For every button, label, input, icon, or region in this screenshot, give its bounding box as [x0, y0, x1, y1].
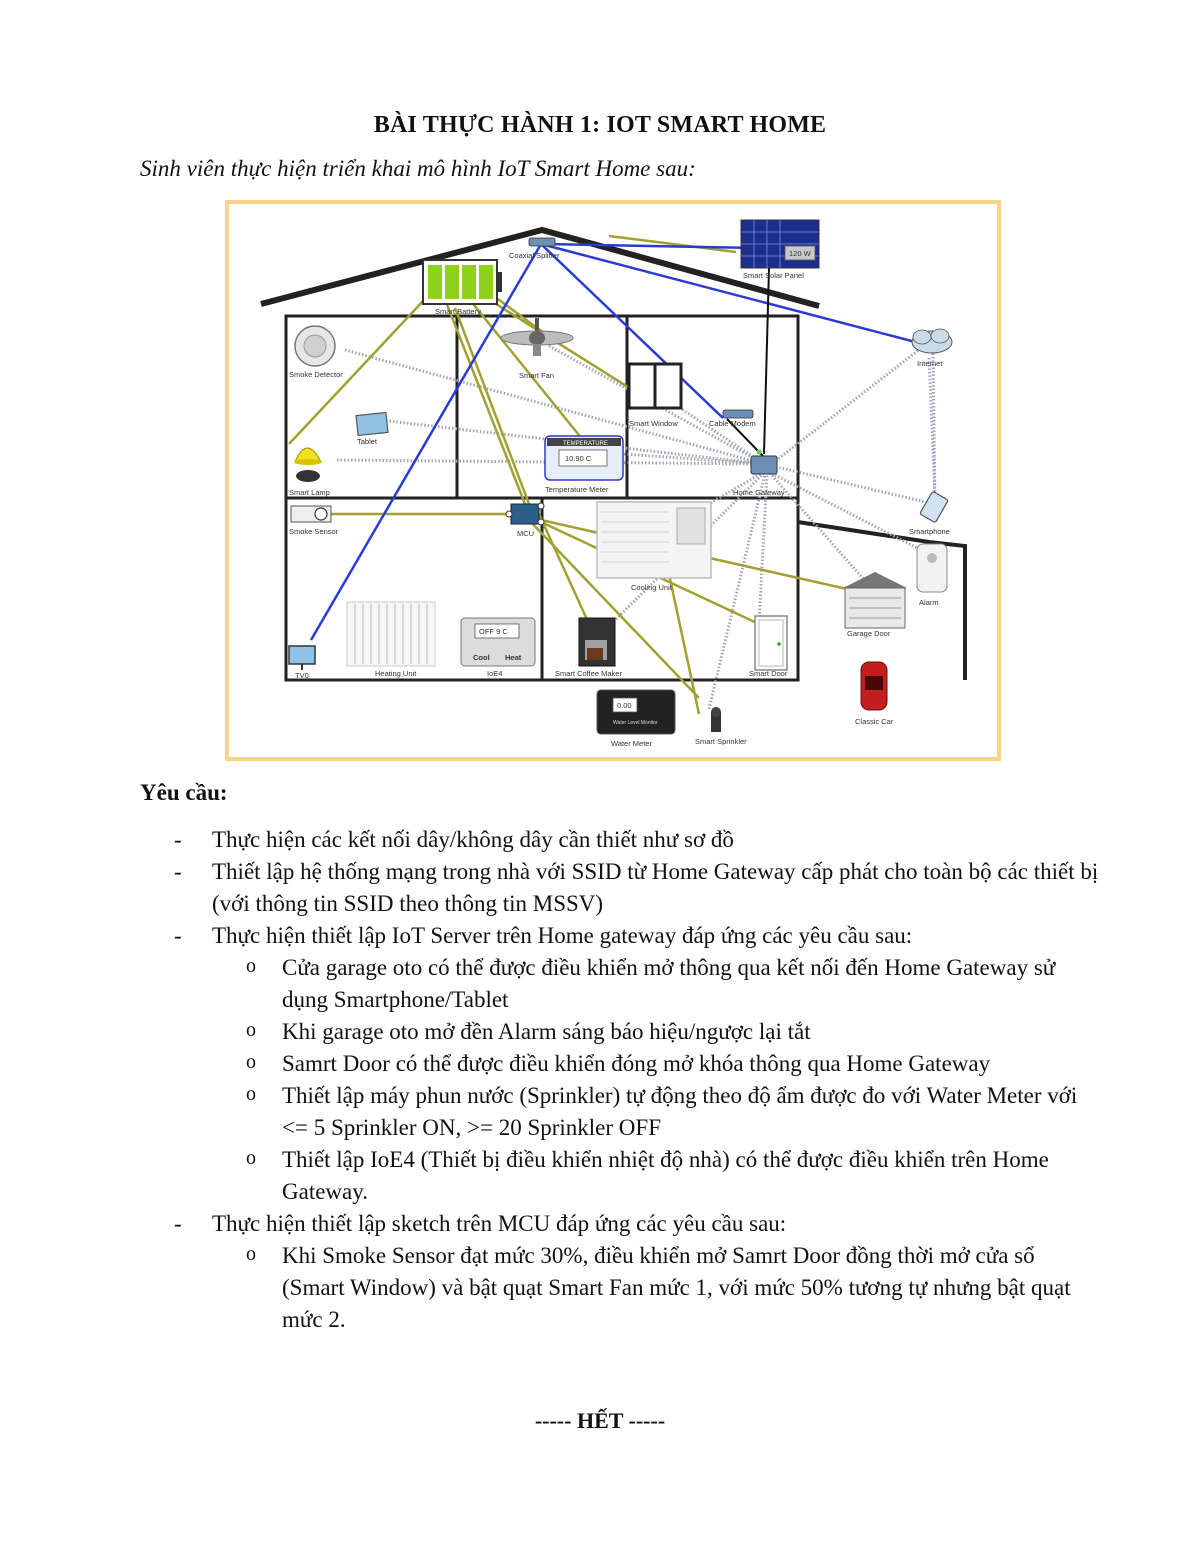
water-value: 0.00 [617, 701, 632, 710]
alarm-label: Alarm [919, 598, 939, 607]
tablet-device[interactable]: Tablet [355, 411, 389, 446]
list-item: Khi Smoke Sensor đạt mức 30%, điều khiển… [212, 1238, 1100, 1336]
mcu-sublist: Khi Smoke Sensor đạt mức 30%, điều khiển… [212, 1238, 1100, 1336]
cooling-unit-label: Cooling Unit [631, 583, 673, 592]
requirements-list: Thực hiện các kết nối dây/không dây cần … [140, 824, 1100, 1336]
smart-battery-device[interactable]: Smart Battery [422, 259, 502, 316]
cable-modem-device[interactable]: Cable Modem [709, 409, 756, 428]
list-item: Thiết lập IoE4 (Thiết bị điều khiển nhiệ… [212, 1142, 1100, 1208]
temperature-meter-label: Temperature Meter [545, 485, 609, 494]
smoke-detector-device[interactable]: Smoke Detector [289, 325, 343, 379]
ioe4-label: IoE4 [487, 669, 502, 678]
tv-label: TV0 [295, 671, 309, 680]
list-item: Thiết lập máy phun nước (Sprinkler) tự đ… [212, 1078, 1100, 1144]
heating-unit-label: Heating Unit [375, 669, 417, 678]
temperature-value: 10.90 C [565, 454, 592, 463]
smart-coffee-maker-label: Smart Coffee Maker [555, 669, 622, 678]
list-item: Thiết lập hệ thống mạng trong nhà với SS… [140, 856, 1100, 920]
smoke-sensor-device[interactable]: Smoke Sensor [289, 505, 339, 536]
internet-label: Internet [917, 359, 943, 368]
smart-window-label: Smart Window [629, 419, 678, 428]
smart-solar-panel-label: Smart Solar Panel [743, 271, 804, 280]
smart-solar-panel-device[interactable]: 120 W Smart Solar Panel [740, 219, 820, 280]
list-item: Thực hiện các kết nối dây/không dây cần … [140, 824, 1100, 856]
list-item: Thực hiện thiết lập IoT Server trên Home… [140, 920, 1100, 1208]
ioe4-device[interactable]: OFF 9 C Cool Heat IoE4 [460, 617, 536, 678]
smart-lamp-device[interactable]: Smart Lamp [289, 447, 330, 497]
smart-home-diagram: Coaxial Splitter 120 W Smart Solar Panel… [225, 200, 1001, 761]
page-subtitle: Sinh viên thực hiện triển khai mô hình I… [140, 156, 696, 181]
smart-fan-device[interactable]: Smart Fan [500, 318, 574, 380]
list-item: Khi garage oto mở đền Alarm sáng báo hiệ… [212, 1014, 1100, 1048]
list-item: Samrt Door có thể được điều khiển đóng m… [212, 1046, 1100, 1080]
smart-sprinkler-label: Smart Sprinkler [695, 737, 747, 746]
home-gateway-device[interactable]: Home Gateway [733, 449, 785, 498]
smart-lamp-label: Smart Lamp [289, 488, 330, 497]
internet-cloud-device[interactable]: Internet [911, 328, 953, 368]
smart-fan-label: Smart Fan [519, 371, 554, 380]
smart-coffee-maker-device[interactable]: Smart Coffee Maker [555, 617, 622, 678]
coaxial-splitter-label: Coaxial Splitter [509, 251, 560, 260]
alarm-device[interactable]: Alarm [916, 543, 948, 607]
temperature-meter-device[interactable]: TEMPERATURE 10.90 C Temperature Meter [544, 435, 624, 494]
requirements-heading: Yêu cầu: [140, 780, 228, 805]
smart-door-label: Smart Door [749, 669, 788, 678]
classic-car-label: Classic Car [855, 717, 894, 726]
smart-door-device[interactable]: Smart Door [749, 615, 788, 678]
network-links [726, 267, 937, 497]
iot-server-sublist: Cửa garage oto có thể được điều khiển mở… [212, 950, 1100, 1208]
coaxial-splitter-device[interactable]: Coaxial Splitter [509, 237, 560, 260]
smart-battery-label: Smart Battery [435, 307, 481, 316]
tv-device[interactable]: TV0 [288, 645, 316, 680]
list-item: Thực hiện thiết lập sketch trên MCU đáp … [140, 1208, 1100, 1336]
ioe4-display: OFF 9 C [479, 627, 508, 636]
coax-links [309, 242, 924, 641]
heating-unit-device[interactable]: Heating Unit [346, 601, 436, 678]
mcu-label: MCU [517, 529, 534, 538]
smoke-detector-label: Smoke Detector [289, 370, 343, 379]
water-meter-label: Water Meter [611, 739, 652, 748]
garage-door-label: Garage Door [847, 629, 891, 638]
ioe4-heat: Heat [505, 653, 522, 662]
diagram-canvas: Coaxial Splitter 120 W Smart Solar Panel… [260, 219, 967, 748]
ioe4-cool: Cool [473, 653, 490, 662]
smartphone-label: Smartphone [909, 527, 950, 536]
smoke-sensor-label: Smoke Sensor [289, 527, 339, 536]
classic-car-device[interactable]: Classic Car [855, 661, 894, 726]
temperature-header: TEMPERATURE [563, 441, 608, 447]
house-outline [260, 226, 967, 682]
tablet-label: Tablet [357, 437, 378, 446]
smart-window-device[interactable]: Smart Window [627, 362, 683, 428]
smartphone-device[interactable]: Smartphone [909, 491, 950, 536]
home-gateway-label: Home Gateway [733, 488, 785, 497]
water-meter-device[interactable]: 0.00 Water Level Monitor Water Meter [596, 689, 676, 748]
list-item: Cửa garage oto có thể được điều khiển mở… [212, 950, 1100, 1016]
garage-door-device[interactable]: Garage Door [843, 572, 907, 638]
smart-sprinkler-device[interactable]: Smart Sprinkler [695, 707, 747, 746]
cooling-unit-device[interactable]: Cooling Unit [596, 501, 712, 592]
water-caption: Water Level Monitor [613, 720, 658, 726]
end-marker: ----- HẾT ----- [534, 1408, 666, 1433]
page-title: BÀI THỰC HÀNH 1: IOT SMART HOME [373, 112, 827, 138]
solar-reading: 120 W [789, 249, 812, 258]
mcu-device[interactable]: MCU [505, 502, 545, 538]
cable-modem-label: Cable Modem [709, 419, 756, 428]
